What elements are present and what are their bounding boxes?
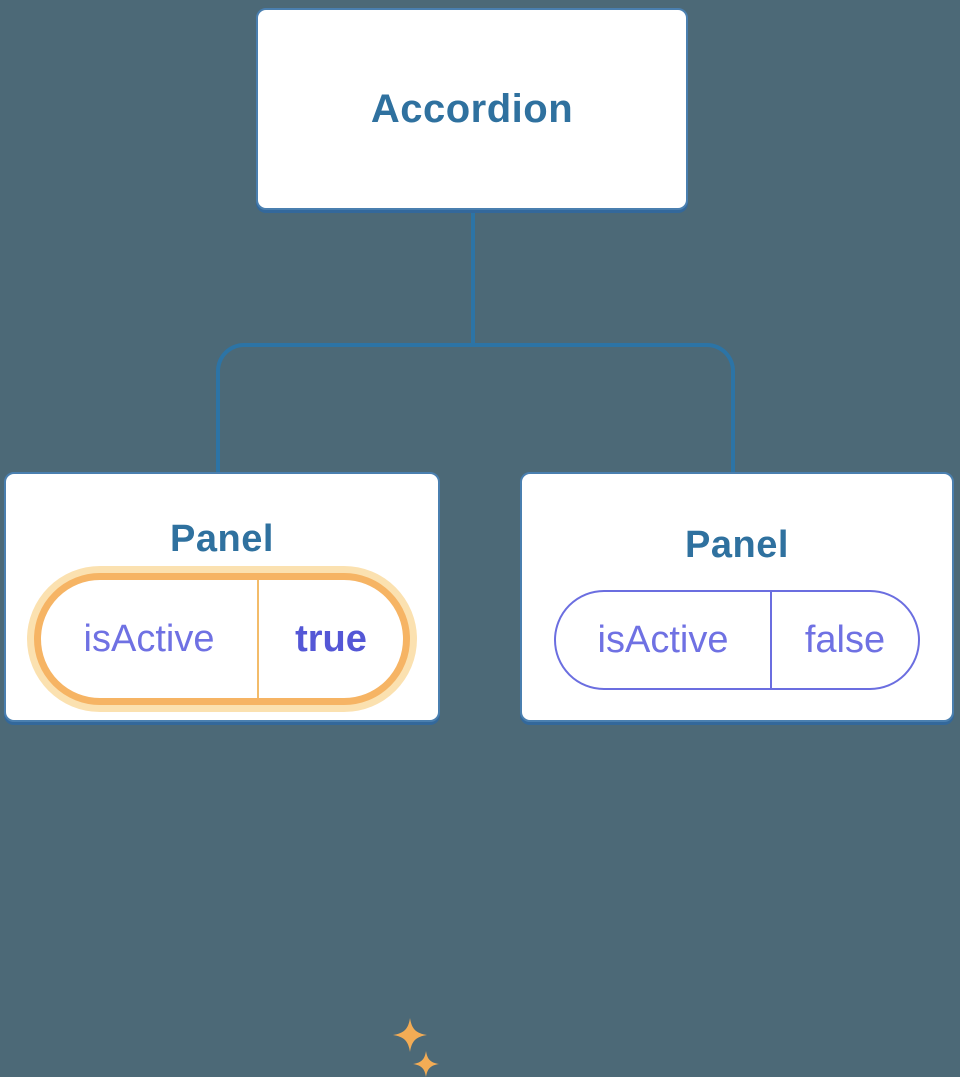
panel-node-active: Panel isActive true (4, 472, 440, 1077)
state-pill-inactive: isActive false (554, 590, 920, 690)
state-name: isActive (556, 592, 772, 688)
state-value: true (295, 617, 367, 660)
sparkle-icon-small (413, 1051, 439, 1077)
state-name: isActive (41, 580, 259, 698)
connector-stem (471, 210, 475, 347)
panel-title: Panel (685, 524, 789, 566)
accordion-label: Accordion (370, 86, 574, 131)
connector-branch (216, 343, 735, 472)
panel-node-inactive: Panel isActive false (520, 472, 954, 722)
sparkle-icon-large (393, 1018, 427, 1052)
state-value: false (804, 618, 886, 661)
accordion-node: Accordion (256, 8, 688, 210)
state-pill-active: isActive true (34, 573, 410, 705)
component-tree-diagram: Accordion Panel isActive true Panel isAc… (4, 8, 954, 1077)
panel-title: Panel (170, 518, 274, 560)
